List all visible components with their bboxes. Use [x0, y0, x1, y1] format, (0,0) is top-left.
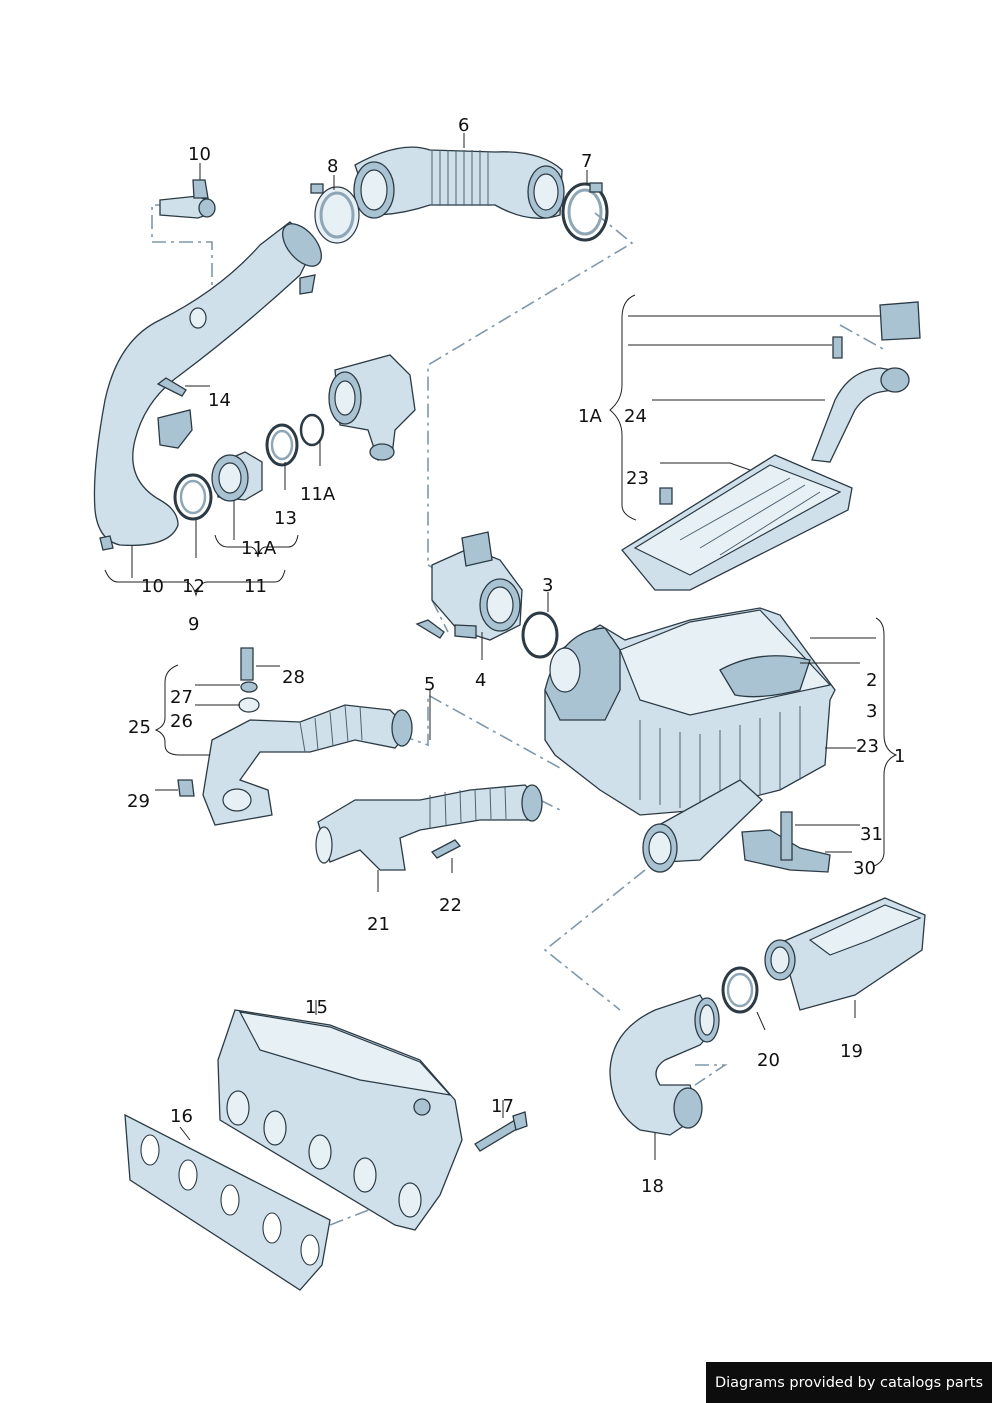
- leader-lines: [104, 133, 898, 1160]
- label-22: 22: [439, 895, 462, 916]
- label-3-right: 3: [866, 701, 877, 722]
- label-9: 9: [188, 614, 199, 635]
- part-16-gasket: [124, 1113, 331, 1291]
- label-30: 30: [853, 858, 876, 879]
- label-13: 13: [274, 508, 297, 529]
- label-18: 18: [641, 1176, 664, 1197]
- part-9-charge-pipe: [93, 221, 322, 551]
- turbo-outlet: [328, 354, 416, 461]
- part-3-oring: [521, 611, 559, 659]
- label-6: 6: [458, 115, 469, 136]
- label-10-bottom: 10: [141, 576, 164, 597]
- label-11a-bottom: 11A: [241, 538, 277, 559]
- part-7-clamp: [561, 182, 609, 242]
- label-27: 27: [170, 687, 193, 708]
- label-17: 17: [491, 1096, 514, 1117]
- label-3-left: 3: [542, 575, 553, 596]
- part-1-air-filter-housing: [544, 607, 836, 873]
- label-21: 21: [367, 914, 390, 935]
- label-7: 7: [581, 151, 592, 172]
- label-16: 16: [170, 1106, 193, 1127]
- footer-credit: Diagrams provided by catalogs parts: [706, 1362, 992, 1403]
- label-25: 25: [128, 717, 151, 738]
- label-2: 2: [866, 670, 877, 691]
- part-12-clamp: [173, 473, 213, 521]
- label-24: 24: [624, 406, 647, 427]
- label-23-top: 23: [626, 468, 649, 489]
- part-21-pipe: [315, 784, 543, 871]
- part-14-bolt: [156, 377, 187, 397]
- label-28: 28: [282, 667, 305, 688]
- label-11: 11: [244, 576, 267, 597]
- part-labels: 6 10 8 7 14 11A 13 11A 10 12 11 9 1A 24 …: [127, 115, 905, 1197]
- label-1: 1: [894, 746, 905, 767]
- label-10-top: 10: [188, 144, 211, 165]
- part-6-intake-hose: [353, 146, 565, 219]
- label-31: 31: [860, 824, 883, 845]
- label-12: 12: [182, 576, 205, 597]
- label-19: 19: [840, 1041, 863, 1062]
- part-10-sensor: [159, 179, 216, 219]
- part-18-hose: [609, 994, 720, 1136]
- part-15-intake-manifold: [217, 1009, 463, 1231]
- label-26: 26: [170, 711, 193, 732]
- part-17-bolt: [474, 1111, 528, 1152]
- part-24-cover: [621, 301, 921, 591]
- label-5: 5: [424, 674, 435, 695]
- label-8: 8: [327, 156, 338, 177]
- part-4-air-mass-meter: [415, 531, 523, 641]
- part-25-pipe: [177, 647, 413, 826]
- label-15: 15: [305, 997, 328, 1018]
- label-23-right: 23: [856, 736, 879, 757]
- part-8-clamp: [310, 183, 360, 244]
- part-11-connector: [211, 451, 263, 502]
- assembly-lines: [151, 204, 886, 1226]
- label-29: 29: [127, 791, 150, 812]
- label-4: 4: [475, 670, 486, 691]
- part-13-clamp: [265, 423, 299, 467]
- part-20-clamp: [721, 966, 759, 1014]
- part-19-duct: [764, 897, 926, 1011]
- part-11a-oring: [299, 413, 325, 447]
- label-11a-right: 11A: [300, 484, 336, 505]
- label-1a: 1A: [578, 406, 602, 427]
- label-20: 20: [757, 1050, 780, 1071]
- part-31-bolt: [780, 811, 793, 861]
- label-14: 14: [208, 390, 231, 411]
